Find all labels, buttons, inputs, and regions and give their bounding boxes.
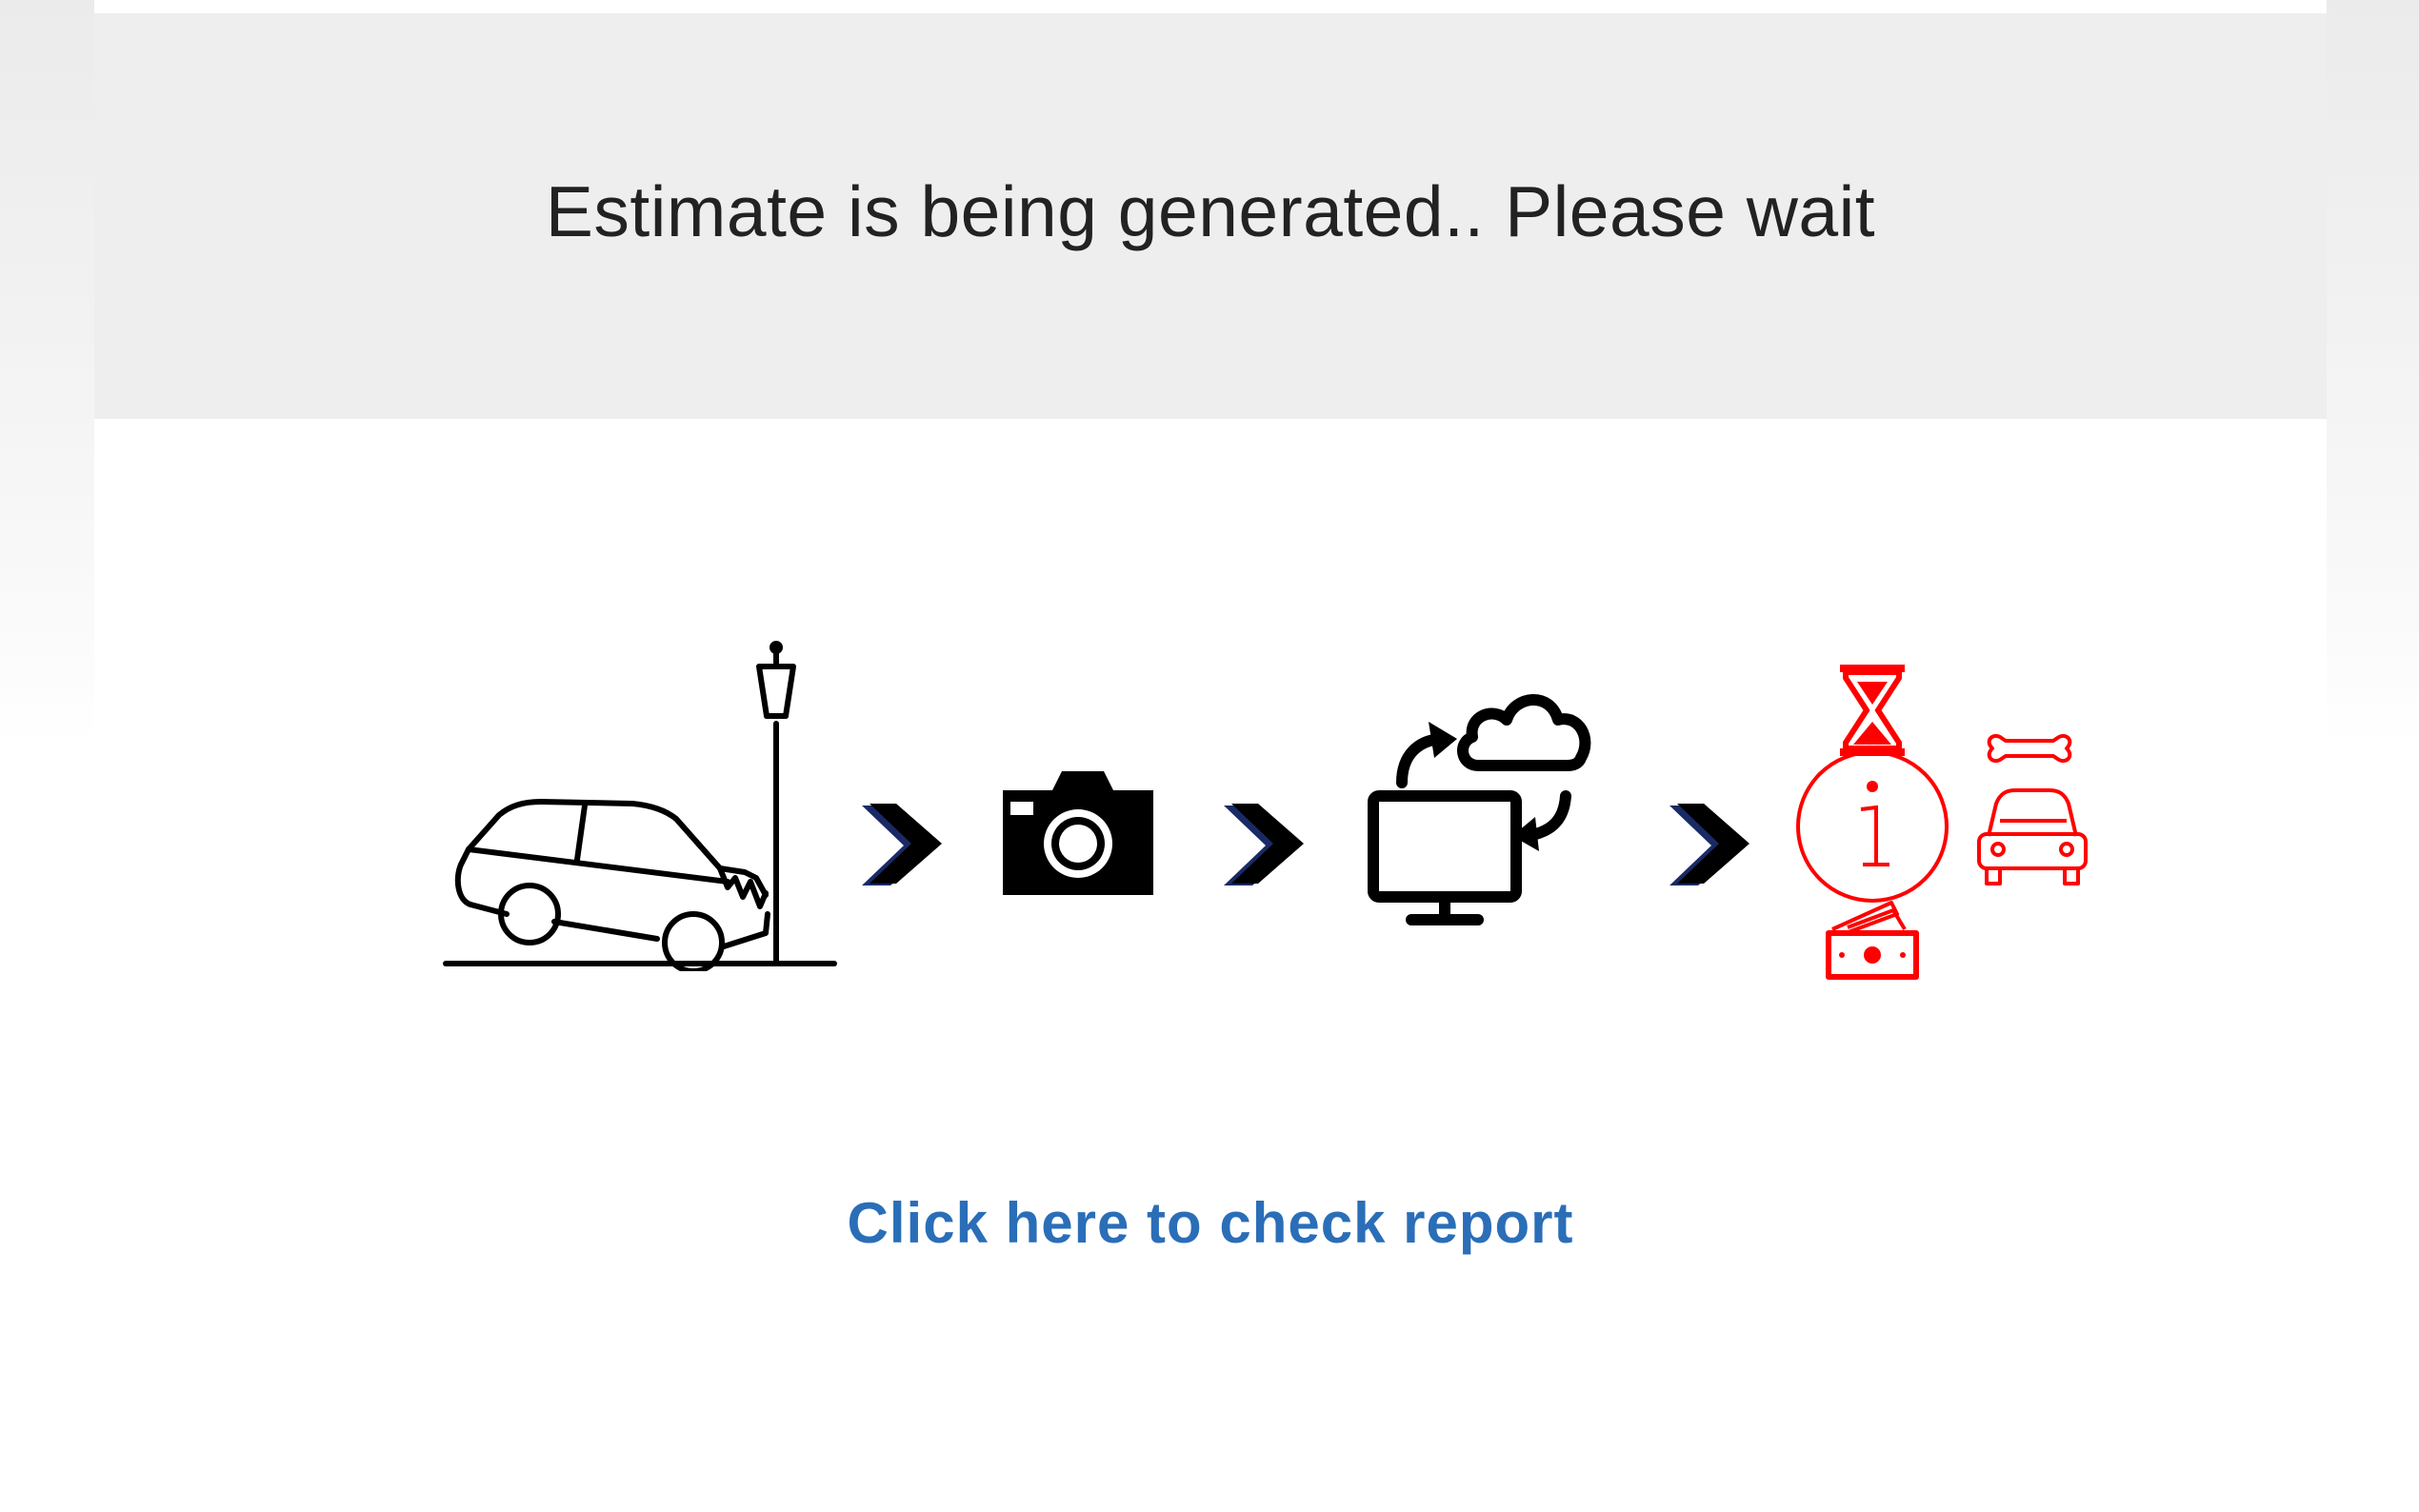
estimate-card: Estimate is being generated.. Please wai…: [94, 0, 2327, 1512]
chevron-right-icon: [862, 804, 942, 885]
status-message: Estimate is being generated.. Please wai…: [545, 171, 1876, 251]
check-report-link[interactable]: Click here to check report: [847, 1191, 1574, 1255]
camera-icon: [1003, 771, 1153, 895]
chevron-right-icon: [1224, 804, 1304, 885]
status-banner: Estimate is being generated.. Please wai…: [94, 13, 2327, 419]
info-circle-icon: [1796, 750, 1949, 903]
money-icon: [1826, 901, 1919, 980]
estimate-info-icon: [1796, 665, 2088, 980]
car-repair-icon: [1977, 734, 2088, 885]
process-flow: [94, 609, 2327, 1047]
car-crash-icon: [443, 641, 837, 971]
hourglass-icon: [1840, 665, 1905, 756]
chevron-right-icon: [1669, 804, 1749, 885]
computer-cloud-sync-icon: [1368, 694, 1591, 925]
